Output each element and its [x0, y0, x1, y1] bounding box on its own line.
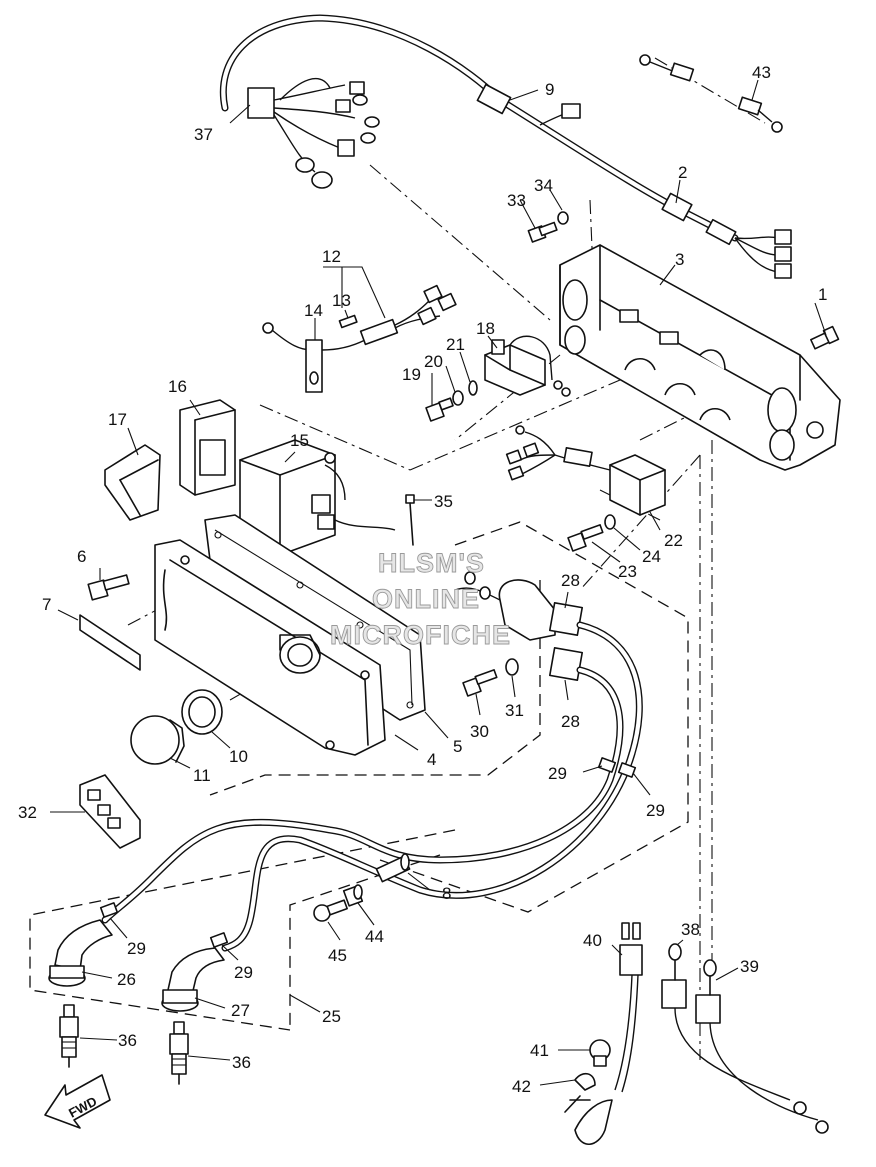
callout-29d: 29 [234, 963, 253, 982]
assembly-boundaries [29, 521, 689, 1031]
callout-12: 12 [322, 247, 341, 266]
coil-28 [454, 571, 584, 682]
callout-5: 5 [453, 737, 462, 756]
plug-cap-26 [48, 919, 113, 987]
callout-45: 45 [328, 946, 347, 965]
holder-16 [179, 399, 236, 496]
callout-17: 17 [108, 410, 127, 429]
watermark-line-3: MICROFICHE [330, 620, 511, 650]
bolt-1 [810, 325, 840, 350]
callout-24: 24 [642, 547, 661, 566]
callout-39: 39 [740, 957, 759, 976]
rectifier-18 [484, 335, 571, 397]
callout-23: 23 [618, 562, 637, 581]
callout-14: 14 [304, 301, 323, 320]
callout-19: 19 [402, 365, 421, 384]
callout-41: 41 [530, 1041, 549, 1060]
callout-40: 40 [583, 931, 602, 950]
washer-34 [557, 211, 569, 225]
switch-assembly-41-42 [564, 1039, 613, 1146]
spark-plug-36b [169, 1021, 189, 1085]
washer-20 [452, 390, 464, 406]
bolt-23 [567, 524, 604, 552]
callout-21: 21 [446, 335, 465, 354]
washer-21 [468, 380, 478, 396]
callout-38: 38 [681, 920, 700, 939]
switch-38 [661, 943, 807, 1115]
switch-39 [695, 959, 829, 1134]
callout-35: 35 [434, 492, 453, 511]
washer-24 [604, 514, 616, 530]
lead-wire-43 [639, 54, 783, 133]
callout-31: 31 [505, 701, 524, 720]
spark-plug-36a [59, 1004, 79, 1068]
main-wire-harness [219, 14, 792, 279]
spacer-44 [342, 884, 364, 907]
parts-12-14 [262, 284, 457, 393]
cdi-unit-15 [239, 439, 396, 556]
bolt-19 [425, 397, 454, 422]
callout-42: 42 [512, 1077, 531, 1096]
washer-31 [505, 658, 519, 676]
bolt-6 [87, 574, 130, 601]
callout-29a: 29 [548, 764, 567, 783]
switch-40 [614, 922, 643, 1093]
callout-29b: 29 [646, 801, 665, 820]
part-number-callouts: 1 2 3 4 5 6 7 8 9 10 11 12 13 14 15 16 1… [18, 63, 827, 1096]
callout-27: 27 [231, 1001, 250, 1020]
callout-28b: 28 [561, 712, 580, 731]
callout-9: 9 [545, 80, 554, 99]
callout-25: 25 [322, 1007, 341, 1026]
high-tension-cords [99, 621, 643, 952]
callout-8: 8 [442, 884, 451, 903]
callout-32: 32 [18, 803, 37, 822]
callout-16: 16 [168, 377, 187, 396]
seal-10 [181, 689, 223, 735]
callout-15: 15 [290, 431, 309, 450]
callout-13: 13 [332, 291, 351, 310]
callout-2: 2 [678, 163, 687, 182]
callout-26: 26 [117, 970, 136, 989]
callout-34: 34 [534, 176, 553, 195]
ignition-coil-22 [505, 425, 666, 516]
callout-10: 10 [229, 747, 248, 766]
callout-18: 18 [476, 319, 495, 338]
callout-7: 7 [42, 595, 51, 614]
callout-22: 22 [664, 531, 683, 550]
cap-11 [130, 715, 185, 765]
watermark: HLSM'S ONLINE MICROFICHE [330, 548, 511, 651]
grommet-8 [375, 853, 411, 883]
callout-20: 20 [424, 352, 443, 371]
callout-1: 1 [818, 285, 827, 304]
callout-30: 30 [470, 722, 489, 741]
cable-tie-35 [405, 494, 415, 546]
screw-45 [313, 899, 348, 922]
callout-36a: 36 [118, 1031, 137, 1050]
callout-36b: 36 [232, 1053, 251, 1072]
watermark-line-2: ONLINE [372, 584, 480, 614]
callout-44: 44 [365, 927, 384, 946]
electrical-box-3 [559, 244, 841, 471]
plug-cap-27 [161, 947, 225, 1012]
callout-lines [50, 79, 827, 1086]
holder-32 [79, 774, 141, 849]
callout-43: 43 [752, 63, 771, 82]
holder-17 [104, 444, 161, 521]
callout-33: 33 [507, 191, 526, 210]
callout-6: 6 [77, 547, 86, 566]
callout-37: 37 [194, 125, 213, 144]
callout-29c: 29 [127, 939, 146, 958]
callout-4: 4 [427, 750, 436, 769]
callout-11: 11 [193, 766, 211, 785]
forward-arrow: FWD [44, 1074, 111, 1129]
label-7 [79, 614, 141, 671]
watermark-line-1: HLSM'S [378, 548, 485, 578]
callout-28a: 28 [561, 571, 580, 590]
callout-3: 3 [675, 250, 684, 269]
bolt-30 [462, 669, 498, 697]
cover-4 [154, 539, 386, 756]
bolt-33 [527, 221, 558, 243]
